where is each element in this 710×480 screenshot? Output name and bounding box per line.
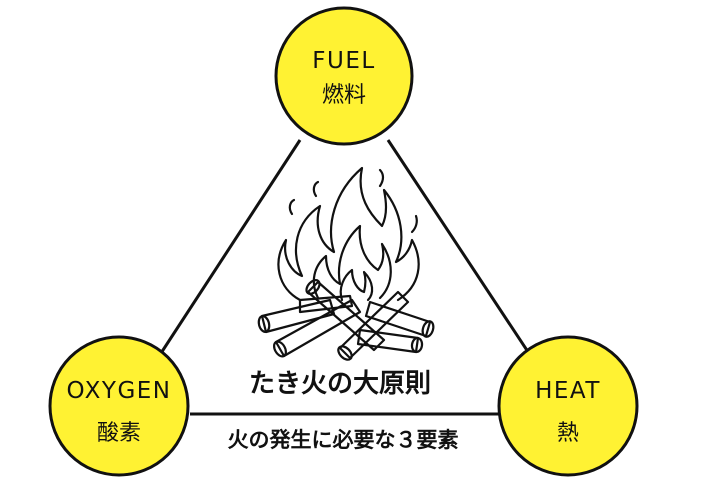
log-7	[298, 294, 354, 314]
spark-3	[410, 214, 418, 234]
edge-fuel-oxygen	[148, 139, 302, 371]
flame-outer	[277, 166, 420, 302]
log-2	[274, 298, 362, 358]
oxygen-label-en: OXYGEN	[67, 378, 172, 404]
log-6-end	[410, 336, 424, 354]
logs	[257, 279, 435, 361]
heat-circle	[497, 335, 639, 477]
oxygen-label-ja: 酸素	[97, 421, 141, 446]
spark-1	[312, 180, 320, 198]
edge-fuel-heat	[386, 139, 542, 371]
heat-label-ja: 熱	[557, 421, 579, 446]
center-title: たき火の大原則	[249, 369, 431, 399]
log-1-end	[257, 315, 271, 333]
spark-4	[288, 198, 296, 216]
log-4	[338, 290, 410, 360]
triangle-edges	[148, 139, 542, 416]
log-5-end	[421, 320, 435, 338]
spark-2	[378, 168, 385, 188]
fuel-label-en: FUEL	[312, 48, 375, 74]
bottom-edge-label: 火の発生に必要な３要素	[228, 428, 459, 452]
flame-core	[339, 268, 374, 302]
bottom-label-backing	[200, 424, 490, 454]
oxygen-circle	[48, 335, 190, 477]
heat-label-en: HEAT	[535, 378, 601, 404]
fuel-circle	[274, 6, 414, 146]
log-4-end	[337, 345, 353, 361]
log-3-end	[305, 279, 321, 295]
campfire-icon	[257, 166, 435, 361]
log-3	[306, 280, 386, 352]
log-5	[364, 300, 432, 338]
node-oxygen: OXYGEN 酸素	[48, 335, 190, 477]
log-2-end	[273, 340, 287, 358]
node-heat: HEAT 熱	[497, 335, 639, 477]
flame-inner	[312, 224, 392, 300]
node-fuel: FUEL 燃料	[274, 6, 414, 146]
fuel-label-ja: 燃料	[322, 83, 366, 108]
